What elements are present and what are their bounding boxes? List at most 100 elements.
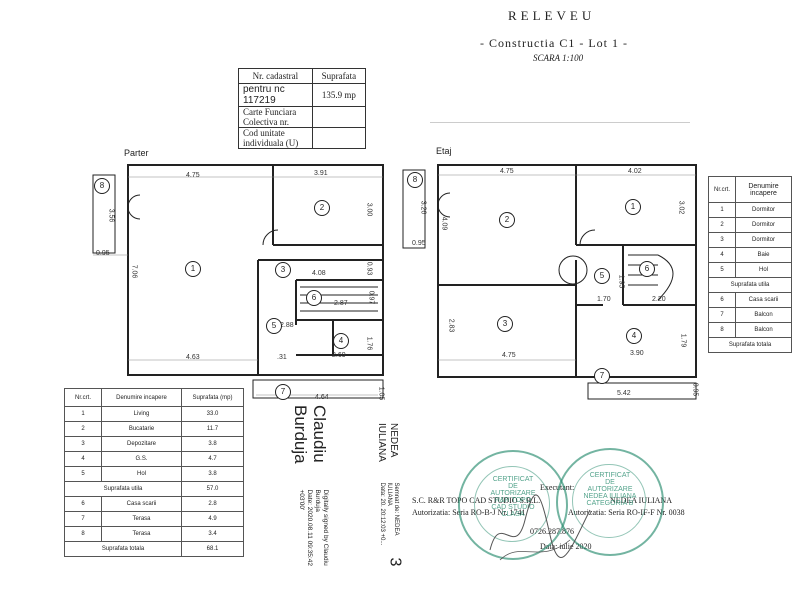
ground-row-area: 4.9: [181, 511, 244, 527]
cadastral-code-label: Cod unitate individuala (U): [238, 127, 313, 149]
ground-row-name: Casa scarii: [101, 496, 182, 512]
room-number: 2: [499, 212, 515, 228]
ground-floor-label: Parter: [124, 148, 149, 158]
upper-useful-label: Suprafata utila: [708, 277, 792, 293]
upper-total-label: Suprafata totala: [708, 337, 792, 353]
ground-total-label: Suprafata totala: [64, 541, 182, 557]
upper-row-name: Baie: [735, 247, 792, 263]
page-number: 3: [386, 557, 404, 567]
dim-label: 2.88: [280, 322, 294, 329]
cadastral-cf-label: Carte Funciara Colectiva nr.: [238, 106, 313, 128]
upper-row-nr: 1: [708, 202, 736, 218]
ground-row-area: 3.4: [181, 526, 244, 542]
room-number: 5: [594, 268, 610, 284]
cadastral-header-nr: Nr. cadastral: [238, 68, 313, 84]
dim-label: 0.95: [96, 250, 110, 257]
dim-label: 3.56: [107, 208, 115, 223]
ground-row-area: 3.8: [181, 466, 244, 482]
ground-row-nr: 1: [64, 406, 102, 422]
cadastral-header-area: Suprafata: [311, 68, 367, 84]
executant-date: Data: iulie 2020: [540, 542, 592, 551]
ground-row-nr: 6: [64, 496, 102, 512]
dim-label: 4.63: [186, 354, 200, 361]
room-number: 4: [626, 328, 642, 344]
ground-row-name: Terasa: [101, 526, 182, 542]
upper-row-name: Dormitor: [735, 217, 792, 233]
dim-label: 7.06: [130, 264, 138, 279]
drawing-subtitle: - Constructia C1 - Lot 1 -: [480, 36, 628, 50]
room-number: 7: [594, 368, 610, 384]
signer-name: Claudiu Burduja: [291, 405, 329, 464]
dim-label: 4.75: [186, 172, 200, 179]
upper-row-nr: 7: [708, 307, 736, 323]
dim-label: 5.42: [617, 390, 631, 397]
ground-row-area: 4.7: [181, 451, 244, 467]
signer-date: Data: 20.: [379, 482, 385, 507]
ground-row-area: 11.7: [181, 421, 244, 437]
ground-row-name: Bucatarie: [101, 421, 182, 437]
signer-name: NEDEA IULIANA: [376, 423, 399, 462]
upper-row-nr: 3: [708, 232, 736, 248]
ground-row-name: Terasa: [101, 511, 182, 527]
ground-floor-plan: [92, 164, 384, 399]
divider-line: [430, 122, 690, 123]
upper-row-name: Dormitor: [735, 232, 792, 248]
upper-row-name: Hol: [735, 262, 792, 278]
upper-floor-label: Etaj: [436, 146, 452, 156]
upper-table-header-name: Denumire incapere: [735, 176, 792, 203]
dim-label: 4.02: [628, 168, 642, 175]
dim-label: 4.75: [500, 168, 514, 175]
signer-signed-text: Digitally signed by Claudiu Burduja: [314, 489, 329, 566]
ground-row-nr: 4: [64, 451, 102, 467]
dim-label: 1.79: [679, 333, 687, 348]
dim-label: 4.09: [440, 216, 448, 231]
upper-row-nr: 6: [708, 292, 736, 308]
dim-label: 3.00: [365, 202, 373, 217]
ground-row-name: Hol: [101, 466, 182, 482]
ground-table-header-area: Suprafata (mp): [181, 388, 244, 407]
signer-details: Digitally signed by Claudiu Burduja Date…: [297, 489, 329, 574]
ground-row-name: Depozitare: [101, 436, 182, 452]
ground-row-area: 2.8: [181, 496, 244, 512]
ground-table-header-name: Denumire incapere: [101, 388, 182, 407]
ground-row-nr: 8: [64, 526, 102, 542]
signer-details: Semnat de: NEDEA IULIANA Data: 20. 20:12…: [378, 482, 399, 552]
dim-label: 3.26: [419, 200, 427, 215]
ground-row-area: 3.8: [181, 436, 244, 452]
upper-row-nr: 2: [708, 217, 736, 233]
ground-row-name: G.S.: [101, 451, 182, 467]
stamp-right: CERTIFICAT DE AUTORIZARE NEDEA IULIANA C…: [556, 448, 664, 556]
room-number: 6: [306, 290, 322, 306]
dim-label: 3.91: [314, 170, 328, 177]
upper-row-nr: 8: [708, 322, 736, 338]
room-number: 1: [625, 199, 641, 215]
room-number: 7: [275, 384, 291, 400]
ground-row-nr: 5: [64, 466, 102, 482]
dim-label: 1.95: [617, 274, 625, 289]
ground-table-header-nr: Nr.crt.: [64, 388, 102, 407]
dim-label: 2.69: [332, 352, 346, 359]
room-number: 8: [407, 172, 423, 188]
ground-row-nr: 3: [64, 436, 102, 452]
room-number: 3: [497, 316, 513, 332]
upper-row-nr: 4: [708, 247, 736, 263]
room-number: 1: [185, 261, 201, 277]
cadastral-nr-value: pentru nc 117219: [238, 83, 313, 107]
dim-label: 0.97: [367, 290, 375, 305]
signer-date: Date: 2020.08.11 09:35:42 +03'00': [298, 489, 313, 566]
dim-label: 2.20: [652, 296, 666, 303]
dim-label: 4.75: [502, 352, 516, 359]
dim-label: 3.90: [630, 350, 644, 357]
dim-label: 4.08: [312, 270, 326, 277]
dim-label: 2.87: [334, 300, 348, 307]
signer-signed-text: Semnat de: NEDEA IULIANA: [386, 482, 399, 536]
dim-label: 4.64: [315, 394, 329, 401]
drawing-title: RELEVEU: [508, 8, 596, 23]
ground-total-value: 68.1: [181, 541, 244, 557]
upper-row-name: Balcon: [735, 322, 792, 338]
upper-table-header-nr: Nr.crt.: [708, 176, 736, 203]
room-number: 8: [94, 178, 110, 194]
ground-row-name: Living: [101, 406, 182, 422]
handwritten-signature: [489, 494, 591, 561]
